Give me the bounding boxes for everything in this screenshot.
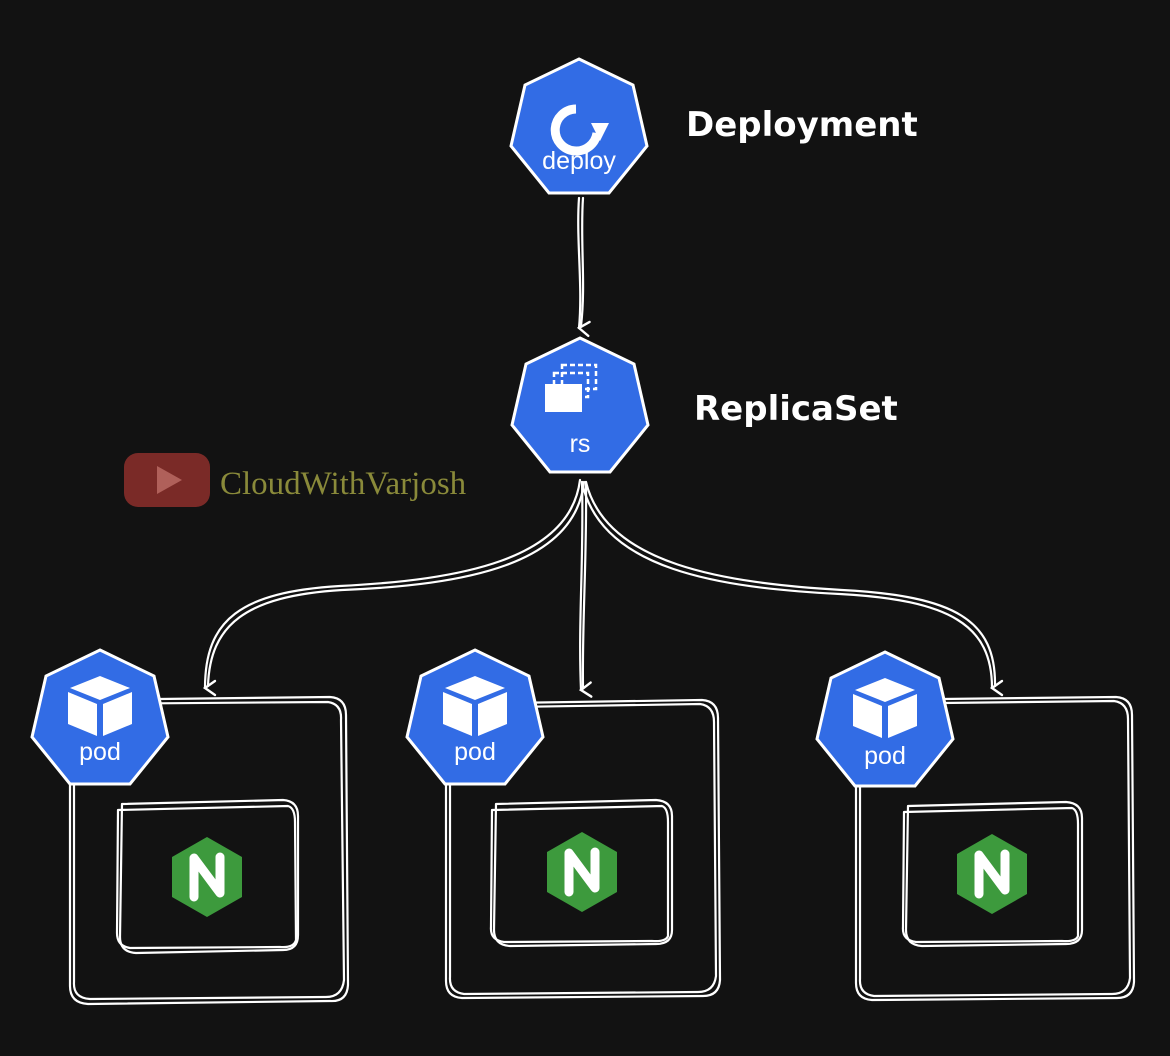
pod-node-1[interactable]: pod [30,648,170,786]
arrow-rs-to-pod-1 [202,478,582,697]
arrow-rs-to-pod-3-sketch [584,480,997,688]
pod-heptagon [30,648,170,786]
pod-heptagon [405,648,545,786]
pod-box-1 [68,695,350,1006]
replicaset-icon-label: rs [570,430,591,458]
watermark: CloudWithVarjosh [124,453,467,507]
pod-node-3[interactable]: pod [815,650,955,788]
pod-box-3 [854,695,1136,1002]
deployment-heptagon [509,57,649,195]
pod-box-2 [444,698,722,1000]
pod-cube-icon [853,678,917,738]
connectors [202,196,1004,698]
pod-icon-label: pod [79,738,121,766]
deployment-node[interactable]: deploy [509,57,649,195]
arrow-rs-to-pod-3 [580,480,1004,697]
watermark-text: CloudWithVarjosh [220,466,467,502]
pod-cube-icon [443,676,507,736]
pod-heptagon [815,650,955,788]
replicaset-node[interactable]: rs [510,336,650,474]
arrow-rs-to-pod-1-sketch [206,480,586,688]
nginx-icon [547,832,617,912]
nginx-icon [172,837,242,917]
pod-node-2[interactable]: pod [405,648,545,786]
arrow-rs-to-pod-2-sketch [581,480,588,690]
replicaset-stack-icon [545,363,598,412]
pod-icon-label: pod [864,742,906,770]
pod-cube-icon [68,676,132,736]
arrow-rs-to-pod-2 [578,480,593,698]
arrow-deploy-to-rs [576,196,591,338]
deployment-caption: Deployment [686,105,918,145]
deployment-icon-label: deploy [542,147,616,175]
nginx-icon [957,834,1027,914]
deploy-rotate-icon [550,104,609,156]
arrow-deploy-to-rs-sketch [579,196,585,328]
replicaset-caption: ReplicaSet [694,389,898,429]
pod-icon-label: pod [454,738,496,766]
youtube-play-icon [124,453,210,507]
